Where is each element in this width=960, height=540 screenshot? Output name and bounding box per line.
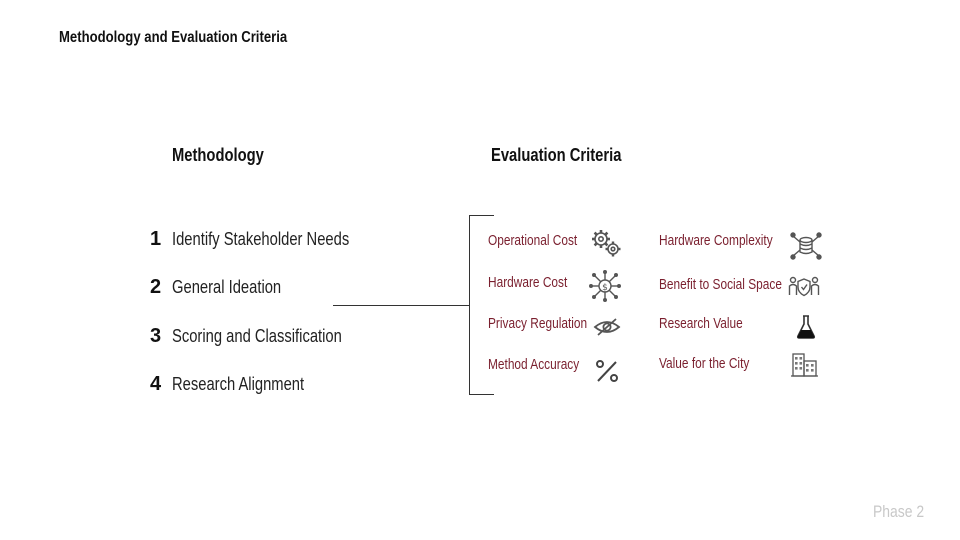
percent-icon — [590, 354, 624, 388]
criterion-label: Value for the City — [659, 356, 750, 372]
city-buildings-icon — [787, 348, 821, 382]
step-label: Identify Stakeholder Needs — [172, 228, 350, 249]
slide-title: Methodology and Evaluation Criteria — [59, 29, 288, 46]
step-label: Scoring and Classification — [172, 325, 342, 346]
bracket-top — [469, 215, 494, 216]
criterion-label: Method Accuracy — [488, 357, 580, 373]
connector-line — [333, 305, 470, 306]
step-number: 4 — [150, 372, 162, 395]
criterion-label: Operational Cost — [488, 233, 578, 249]
eye-slash-icon — [590, 310, 624, 344]
methodology-heading: Methodology — [172, 145, 264, 165]
methodology-step: 1 Identify Stakeholder Needs — [150, 226, 388, 252]
criterion-label: Privacy Regulation — [488, 316, 588, 332]
step-number: 1 — [150, 227, 162, 250]
step-label: General Ideation — [172, 276, 282, 297]
step-number: 3 — [150, 324, 162, 347]
flask-icon — [789, 310, 823, 344]
bracket-bottom — [469, 394, 494, 395]
step-number: 2 — [150, 275, 162, 298]
criterion-label: Hardware Complexity — [659, 233, 773, 249]
methodology-step: 3 Scoring and Classification — [150, 323, 379, 349]
database-network-icon — [789, 228, 823, 262]
phase-label: Phase 2 — [872, 502, 924, 521]
svg-text:$: $ — [602, 283, 608, 293]
bracket-vertical — [469, 215, 470, 395]
dollar-network-icon: $ — [588, 269, 622, 303]
criterion-label: Benefit to Social Space — [659, 277, 782, 293]
methodology-step: 2 General Ideation — [150, 274, 305, 300]
people-shield-icon — [787, 271, 821, 305]
step-label: Research Alignment — [172, 373, 305, 394]
criterion-label: Hardware Cost — [488, 275, 568, 291]
gears-icon — [589, 227, 623, 261]
criteria-heading: Evaluation Criteria — [491, 145, 622, 165]
criterion-label: Research Value — [659, 316, 743, 332]
methodology-step: 4 Research Alignment — [150, 371, 333, 397]
